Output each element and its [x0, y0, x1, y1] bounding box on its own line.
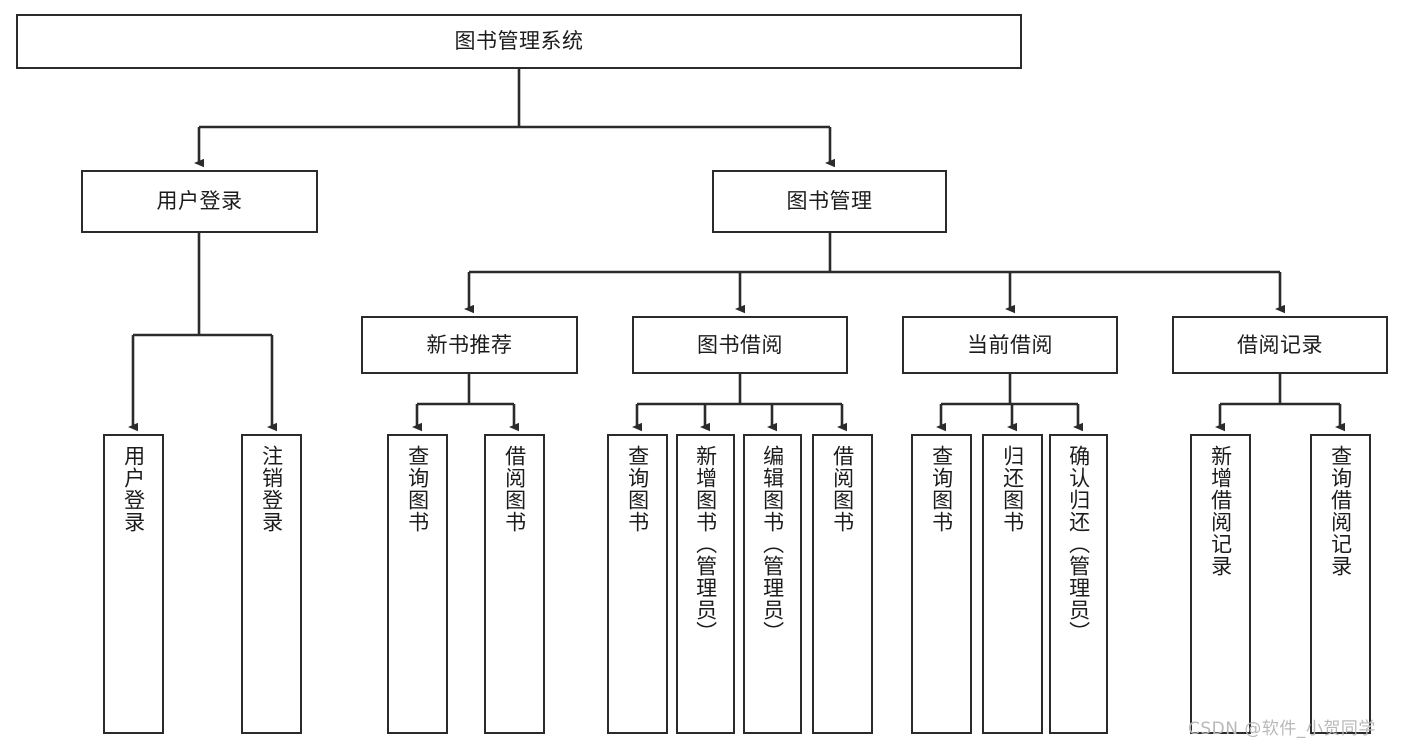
node-new-book-rec[interactable]: 新书推荐: [361, 316, 578, 374]
node-root-label: 图书管理系统: [454, 29, 584, 54]
node-leaf-borrow-book-rec-label: 借阅图书: [502, 445, 527, 533]
node-leaf-return-book[interactable]: 归还图书: [982, 434, 1043, 734]
node-book-borrow[interactable]: 图书借阅: [632, 316, 848, 374]
node-borrow-record[interactable]: 借阅记录: [1172, 316, 1388, 374]
node-leaf-borrow-book[interactable]: 借阅图书: [812, 434, 873, 734]
node-leaf-query-record-label: 查询借阅记录: [1328, 445, 1353, 577]
node-book-manage-label: 图书管理: [786, 189, 873, 214]
node-leaf-query-book-borrow[interactable]: 查询图书: [607, 434, 668, 734]
node-root[interactable]: 图书管理系统: [16, 14, 1022, 69]
node-leaf-add-book-label: 新增图书（管理员）: [693, 445, 718, 643]
node-book-borrow-label: 图书借阅: [697, 332, 783, 357]
node-book-manage[interactable]: 图书管理: [712, 170, 947, 233]
node-new-book-rec-label: 新书推荐: [426, 332, 513, 357]
node-leaf-add-record[interactable]: 新增借阅记录: [1190, 434, 1251, 734]
node-leaf-return-book-label: 归还图书: [1000, 445, 1025, 533]
node-leaf-borrow-book-rec[interactable]: 借阅图书: [484, 434, 545, 734]
node-leaf-add-book[interactable]: 新增图书（管理员）: [676, 434, 735, 734]
node-leaf-logout[interactable]: 注销登录: [241, 434, 302, 734]
node-leaf-query-book-rec-label: 查询图书: [405, 445, 430, 533]
node-leaf-edit-book[interactable]: 编辑图书（管理员）: [743, 434, 802, 734]
node-leaf-edit-book-label: 编辑图书（管理员）: [760, 445, 785, 643]
node-leaf-user-login[interactable]: 用户登录: [103, 434, 164, 734]
node-leaf-query-record[interactable]: 查询借阅记录: [1310, 434, 1371, 734]
node-leaf-confirm-return-label: 确认归还（管理员）: [1066, 445, 1091, 643]
node-leaf-query-book-cur[interactable]: 查询图书: [911, 434, 972, 734]
node-leaf-query-book-borrow-label: 查询图书: [625, 445, 650, 533]
node-leaf-logout-label: 注销登录: [259, 445, 284, 533]
node-leaf-confirm-return[interactable]: 确认归还（管理员）: [1049, 434, 1108, 734]
node-leaf-query-book-cur-label: 查询图书: [929, 445, 954, 533]
node-borrow-record-label: 借阅记录: [1237, 332, 1323, 357]
node-leaf-add-record-label: 新增借阅记录: [1208, 445, 1233, 577]
csdn-watermark: CSDN @软件_小贺同学: [1188, 719, 1376, 739]
node-current-borrow-label: 当前借阅: [967, 332, 1053, 357]
node-leaf-user-login-label: 用户登录: [121, 445, 146, 533]
node-leaf-borrow-book-label: 借阅图书: [830, 445, 855, 533]
node-user-login[interactable]: 用户登录: [81, 170, 318, 233]
node-current-borrow[interactable]: 当前借阅: [902, 316, 1118, 374]
node-leaf-query-book-rec[interactable]: 查询图书: [387, 434, 448, 734]
node-user-login-label: 用户登录: [156, 189, 243, 214]
